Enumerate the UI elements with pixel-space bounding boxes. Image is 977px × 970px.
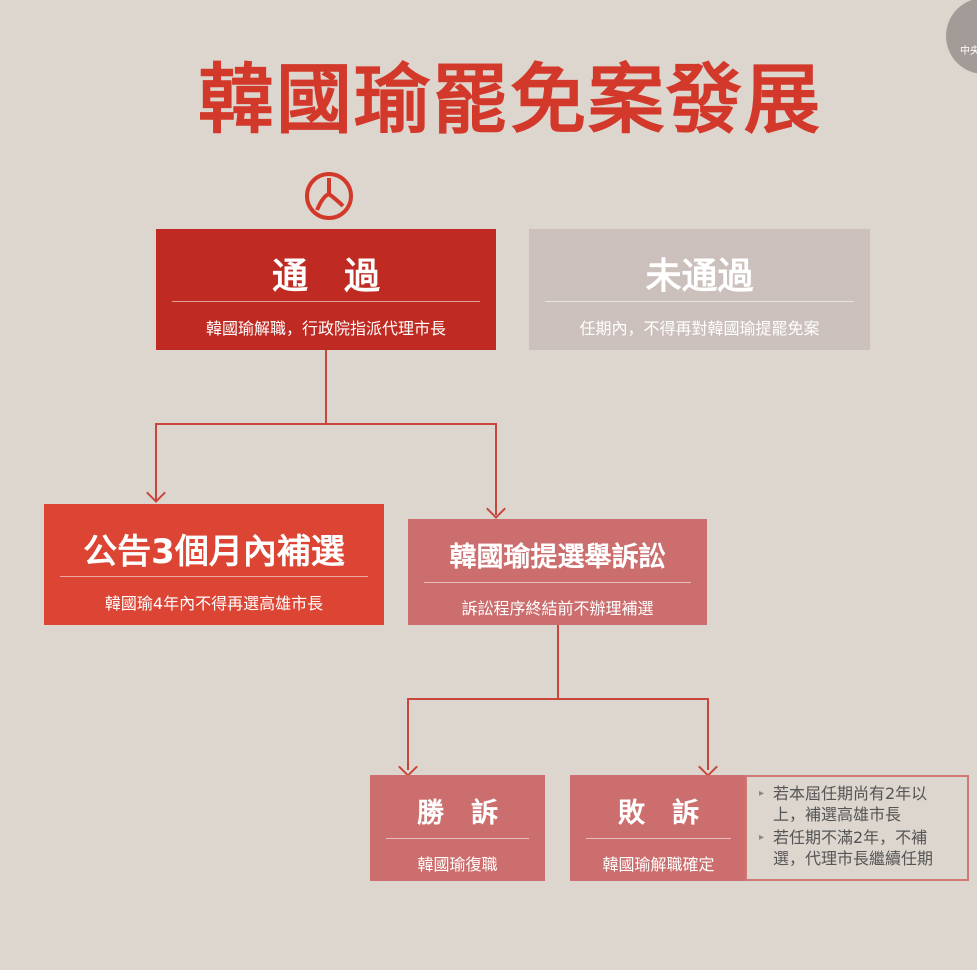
connector [155, 423, 497, 425]
arrow-icon [398, 757, 418, 777]
arrow-icon [146, 483, 166, 503]
connector [407, 698, 709, 700]
passed-box: 通 過 韓國瑜解職，行政院指派代理市長 [156, 229, 496, 350]
by-election-heading: 公告3個月內補選 [83, 532, 345, 572]
passed-sub: 韓國瑜解職，行政院指派代理市長 [205, 319, 446, 338]
connector [325, 350, 327, 425]
note-item: 若本屆任期尚有2年以上，補選高雄市長 [759, 783, 959, 825]
lawsuit-heading: 韓國瑜提選舉訴訟 [449, 542, 666, 573]
lawsuit-box: 韓國瑜提選舉訴訟 訴訟程序終結前不辦理補選 [408, 519, 707, 625]
win-box: 勝 訴 韓國瑜復職 [370, 775, 545, 881]
lose-notes: 若本屆任期尚有2年以上，補選高雄市長 若任期不滿2年，不補選，代理市長繼續任期 [745, 775, 969, 881]
divider [545, 301, 854, 302]
divider [424, 582, 691, 583]
failed-heading: 未通過 [645, 256, 754, 297]
win-heading: 勝 訴 [417, 798, 498, 829]
note-item: 若任期不滿2年，不補選，代理市長繼續任期 [759, 827, 959, 869]
vote-stamp-icon [305, 172, 353, 220]
divider [386, 838, 529, 839]
by-election-sub: 韓國瑜4年內不得再選高雄市長 [104, 594, 324, 613]
failed-box: 未通過 任期內，不得再對韓國瑜提罷免案 [529, 229, 870, 350]
connector [557, 625, 559, 699]
connector [155, 423, 157, 500]
arrow-icon [486, 499, 506, 519]
lose-sub: 韓國瑜解職確定 [602, 855, 715, 874]
connector [407, 698, 409, 770]
divider [586, 838, 731, 839]
connector [495, 423, 497, 515]
page-title: 韓國瑜罷免案發展 [198, 55, 822, 144]
failed-sub: 任期內，不得再對韓國瑜提罷免案 [579, 319, 820, 338]
by-election-box: 公告3個月內補選 韓國瑜4年內不得再選高雄市長 [44, 504, 384, 625]
win-sub: 韓國瑜復職 [417, 855, 498, 874]
lawsuit-sub: 訴訟程序終結前不辦理補選 [461, 599, 654, 618]
divider [172, 301, 480, 302]
lose-box: 敗 訴 韓國瑜解職確定 [570, 775, 747, 881]
passed-heading: 通 過 [271, 256, 380, 297]
lose-heading: 敗 訴 [618, 798, 699, 829]
arrow-icon [698, 757, 718, 777]
connector [707, 698, 709, 770]
divider [60, 576, 368, 577]
